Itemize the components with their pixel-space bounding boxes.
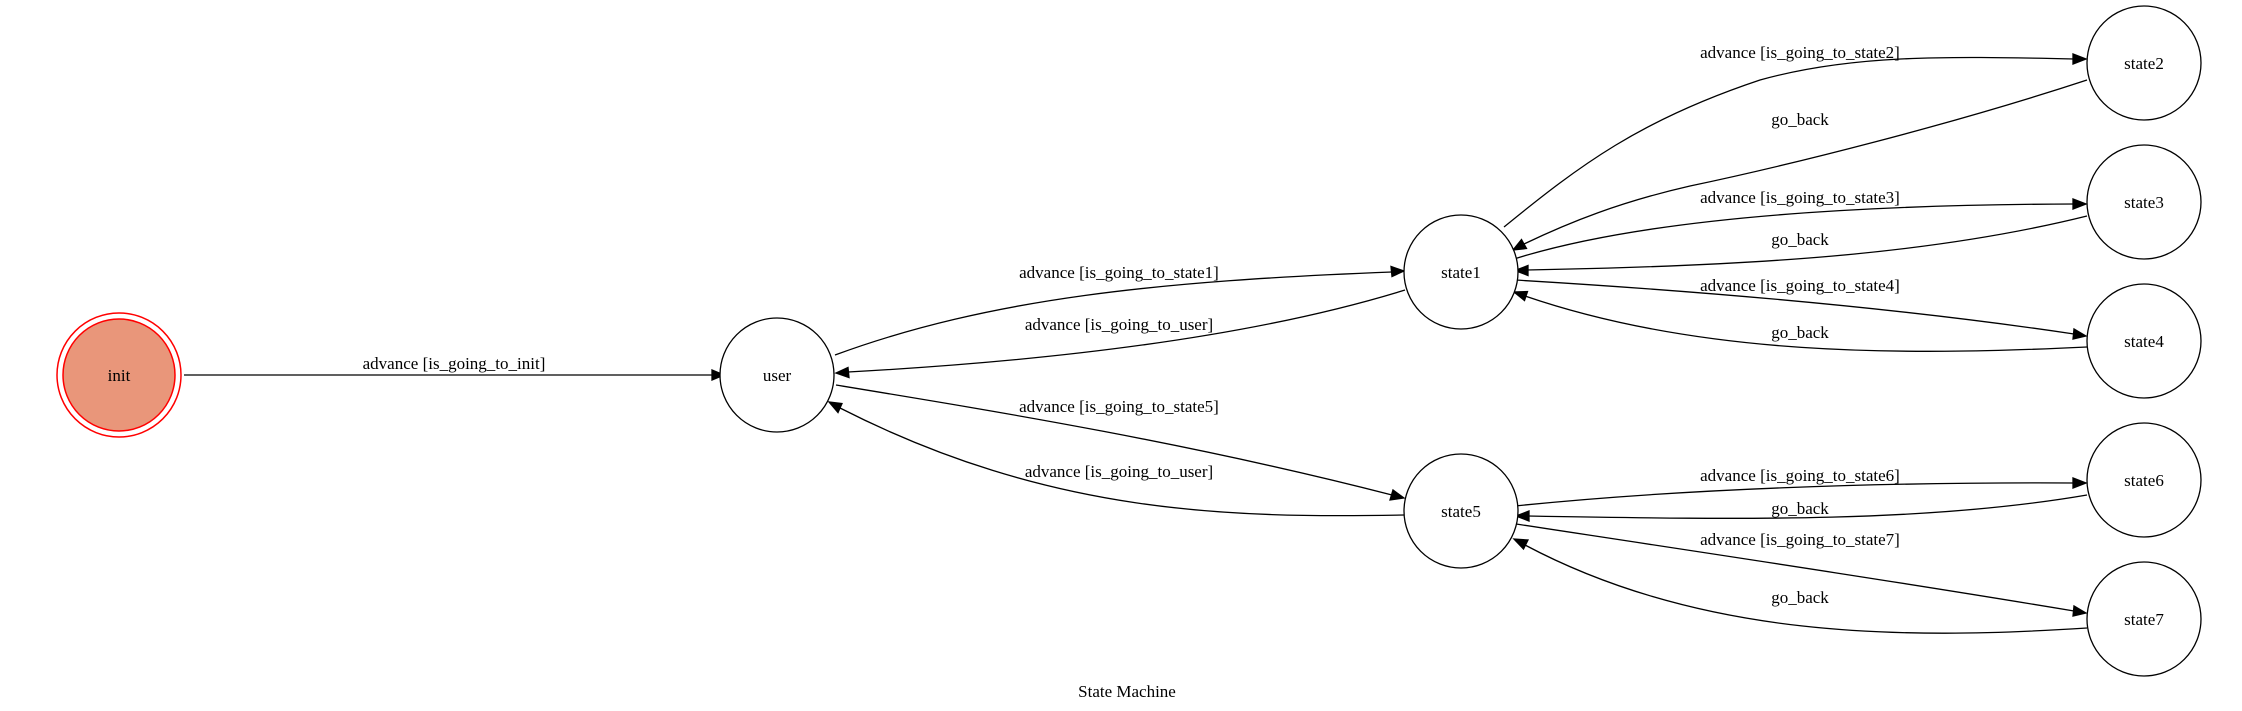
edge-label-state3-to-state1: go_back <box>1771 230 1829 249</box>
edge-label-user-to-state5: advance [is_going_to_state5] <box>1019 397 1219 416</box>
diagram-title: State Machine <box>1078 682 1176 701</box>
edge-state1-to-state3: advance [is_going_to_state3] <box>1513 188 2088 260</box>
edge-state5-to-state7: advance [is_going_to_state7] <box>1515 523 2088 617</box>
node-init: init <box>56 312 182 438</box>
edge-label-state6-to-state5: go_back <box>1771 499 1829 518</box>
edge-state4-to-state1: go_back <box>1512 290 2088 352</box>
edge-state1-to-state2: advance [is_going_to_state2] <box>1503 43 2088 228</box>
edge-label-state5-to-state7: advance [is_going_to_state7] <box>1700 530 1900 549</box>
edge-state7-to-state5: go_back <box>1512 538 2088 634</box>
node-label-state3: state3 <box>2124 193 2164 212</box>
edge-label-user-to-state1: advance [is_going_to_state1] <box>1019 263 1219 282</box>
edge-label-state1-to-user: advance [is_going_to_user] <box>1025 315 1213 334</box>
node-user: user <box>719 317 835 433</box>
edge-label-state1-to-state3: advance [is_going_to_state3] <box>1700 188 1900 207</box>
edge-state5-to-state6: advance [is_going_to_state6] <box>1514 466 2088 507</box>
node-state6: state6 <box>2086 422 2202 538</box>
node-state5: state5 <box>1403 453 1519 569</box>
edge-label-state5-to-user: advance [is_going_to_user] <box>1025 462 1213 481</box>
edge-state3-to-state1: go_back <box>1513 215 2088 277</box>
edge-label-state5-to-state6: advance [is_going_to_state6] <box>1700 466 1900 485</box>
node-state4: state4 <box>2086 283 2202 399</box>
node-label-state4: state4 <box>2124 332 2164 351</box>
edge-state1-to-state4: advance [is_going_to_state4] <box>1514 276 2088 340</box>
edge-user-to-state5: advance [is_going_to_state5] <box>835 384 1406 501</box>
node-state2: state2 <box>2086 5 2202 121</box>
edge-label-state1-to-state4: advance [is_going_to_state4] <box>1700 276 1900 295</box>
edge-label-state4-to-state1: go_back <box>1771 323 1829 342</box>
edge-state2-to-state1: go_back <box>1511 79 2088 251</box>
edge-label-init-to-user: advance [is_going_to_init] <box>363 354 546 373</box>
node-state3: state3 <box>2086 144 2202 260</box>
edge-init-to-user: advance [is_going_to_init] <box>184 354 726 381</box>
edge-label-state2-to-state1: go_back <box>1771 110 1829 129</box>
edge-state6-to-state5: go_back <box>1514 494 2088 522</box>
node-label-state5: state5 <box>1441 502 1481 521</box>
node-label-user: user <box>763 366 792 385</box>
node-label-state6: state6 <box>2124 471 2164 490</box>
edge-state5-to-user: advance [is_going_to_user] <box>827 401 1405 517</box>
node-label-state7: state7 <box>2124 610 2164 629</box>
edge-label-state1-to-state2: advance [is_going_to_state2] <box>1700 43 1900 62</box>
node-label-state2: state2 <box>2124 54 2164 73</box>
node-label-init: init <box>108 366 131 385</box>
edge-state1-to-user: advance [is_going_to_user] <box>834 289 1406 379</box>
node-label-state1: state1 <box>1441 263 1481 282</box>
edge-label-state7-to-state5: go_back <box>1771 588 1829 607</box>
node-state1: state1 <box>1403 214 1519 330</box>
edge-user-to-state1: advance [is_going_to_state1] <box>834 263 1406 356</box>
node-state7: state7 <box>2086 561 2202 677</box>
